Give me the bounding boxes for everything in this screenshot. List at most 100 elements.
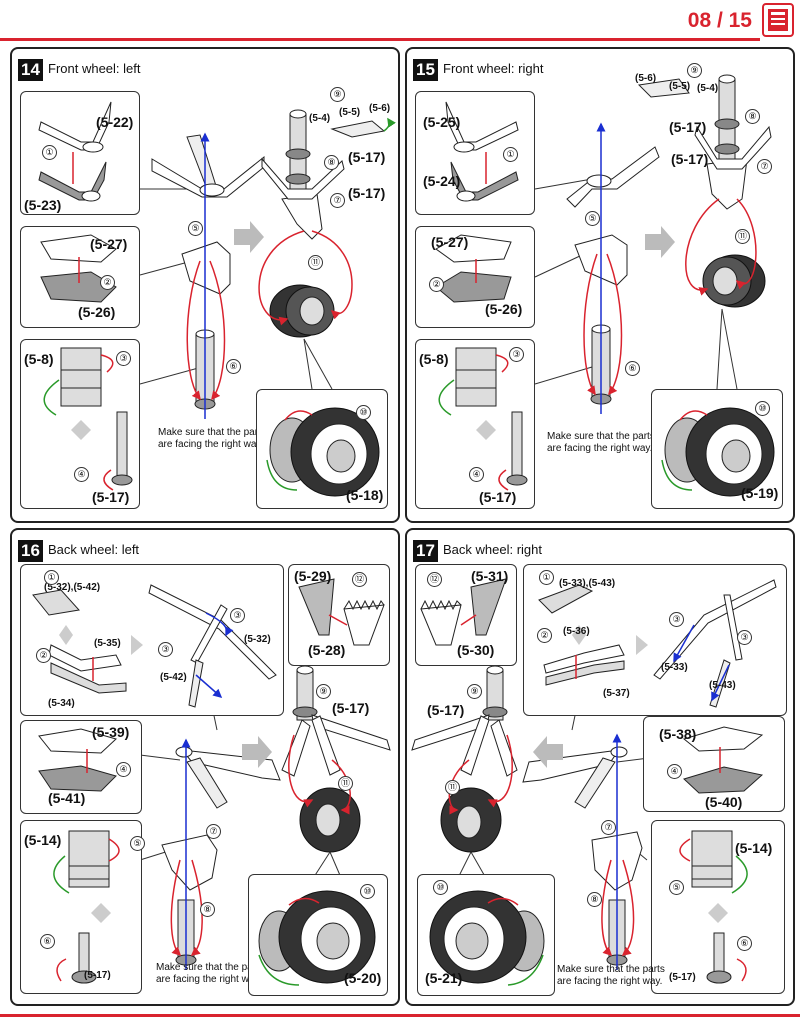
part-label: (5-17) (92, 489, 130, 505)
step-number: 15 (413, 59, 438, 81)
back-gear-left-diagram (139, 665, 391, 970)
substep-marker: ⑨ (316, 684, 331, 699)
substep-marker: ② (537, 628, 552, 643)
part-label: (5-14) (735, 840, 773, 856)
part-label: (5-4) (697, 83, 719, 94)
part-label: (5-41) (48, 790, 86, 806)
substep-2-box (20, 226, 140, 328)
part-label: (5-27) (90, 236, 128, 252)
part-label: (5-17) (671, 151, 709, 167)
substep-marker: ⑪ (735, 229, 750, 244)
shock-strut-diagram (438, 347, 528, 491)
step-title: Back wheel: right (443, 542, 542, 557)
part-label: (5-32) (244, 634, 271, 645)
part-label: (5-8) (24, 351, 54, 367)
substep-5-6-box (651, 820, 785, 994)
leg-plate-diagram (38, 728, 117, 792)
gear-door-diagram (420, 578, 507, 646)
fork-parts-diagram (38, 101, 112, 202)
substep-marker: ⑧ (745, 109, 760, 124)
substep-marker: ⑤ (669, 880, 684, 895)
substep-marker: ⑥ (625, 361, 640, 376)
substep-1-3-box (20, 564, 284, 716)
wheel-hub-diagram (429, 890, 545, 986)
substep-marker: ⑦ (330, 193, 345, 208)
page-header: 08 / 15 (0, 0, 800, 42)
substep-marker: ⑪ (338, 776, 353, 791)
substep-4-box (643, 716, 785, 812)
substep-marker: ⑧ (587, 892, 602, 907)
substep-4-box (20, 720, 142, 814)
substep-marker: ⑨ (467, 684, 482, 699)
part-label: (5-29) (294, 568, 332, 584)
substep-marker: ③ (737, 630, 752, 645)
orientation-note: Make sure that the parts are facing the … (158, 427, 266, 450)
orientation-note: Make sure that the parts are facing the … (156, 962, 264, 985)
part-label: (5-17) (479, 489, 517, 505)
substep-marker: ⑨ (687, 63, 702, 78)
substep-5-6-box (20, 820, 142, 994)
shock-strut-diagram (679, 830, 748, 984)
substep-10-box (248, 874, 388, 996)
side-brace-diagram (32, 584, 277, 708)
substep-marker: ⑤ (130, 836, 145, 851)
substep-marker: ② (100, 275, 115, 290)
part-label: (5-28) (308, 642, 346, 658)
part-label: (5-30) (457, 642, 495, 658)
part-label: (5-17) (348, 149, 386, 165)
part-label: (5-34) (48, 698, 75, 709)
substep-marker: ① (539, 570, 554, 585)
substep-marker: ⑪ (308, 255, 323, 270)
side-brace-diagram (538, 579, 777, 708)
part-label: (5-17) (669, 972, 696, 983)
substep-marker: ② (429, 277, 444, 292)
substep-marker: ⑩ (360, 884, 375, 899)
substep-marker: ⑩ (356, 405, 371, 420)
part-label: (5-18) (346, 487, 384, 503)
substep-marker: ⑦ (206, 824, 221, 839)
step-15-panel: 15 Front wheel: right (405, 47, 795, 523)
substep-marker: ⑥ (40, 934, 55, 949)
substep-marker: ④ (469, 467, 484, 482)
part-label: (5-26) (78, 304, 116, 320)
substep-marker: ③ (509, 347, 524, 362)
substep-marker: ④ (116, 762, 131, 777)
bracket-plate-diagram (435, 234, 512, 303)
part-label: (5-4) (309, 113, 331, 124)
part-label: (5-17) (84, 970, 111, 981)
substep-marker: ⑩ (433, 880, 448, 895)
orientation-note: Make sure that the parts are facing the … (557, 964, 665, 987)
substep-marker: ⑦ (601, 820, 616, 835)
shock-strut-diagram (43, 347, 133, 491)
substep-marker: ① (44, 570, 59, 585)
part-label: (5-8) (419, 351, 449, 367)
substep-10-box (256, 389, 388, 509)
step-17-panel: 17 Back wheel: right (405, 528, 795, 1006)
substep-10-box (417, 874, 555, 996)
part-label: (5-14) (24, 832, 62, 848)
step-16-panel: 16 Back wheel: left (10, 528, 400, 1006)
substep-marker: ⑨ (330, 87, 345, 102)
part-label: (5-17) (332, 700, 370, 716)
substep-marker: ⑫ (427, 572, 442, 587)
back-gear-right-diagram (411, 665, 650, 970)
substep-marker: ⑫ (352, 572, 367, 587)
substep-marker: ③ (158, 642, 173, 657)
substep-marker: ⑪ (445, 780, 460, 795)
part-label: (5-6) (369, 103, 391, 114)
substep-marker: ② (36, 648, 51, 663)
gear-door-diagram (298, 578, 385, 646)
substep-marker: ⑧ (200, 902, 215, 917)
substep-marker: ⑤ (585, 211, 600, 226)
step-14-panel: 14 Front wheel: left (10, 47, 400, 523)
substep-1-box (20, 91, 140, 215)
part-label: (5-33),(5-43) (559, 578, 616, 589)
page-number: 08 / 15 (687, 9, 752, 32)
substep-marker: ⑥ (226, 359, 241, 374)
front-gear-left-diagram (139, 109, 396, 419)
part-label: (5-17) (669, 119, 707, 135)
wheel-hub-diagram (258, 890, 376, 986)
substep-marker: ⑦ (757, 159, 772, 174)
part-label: (5-39) (92, 724, 130, 740)
part-label: (5-40) (705, 794, 743, 810)
